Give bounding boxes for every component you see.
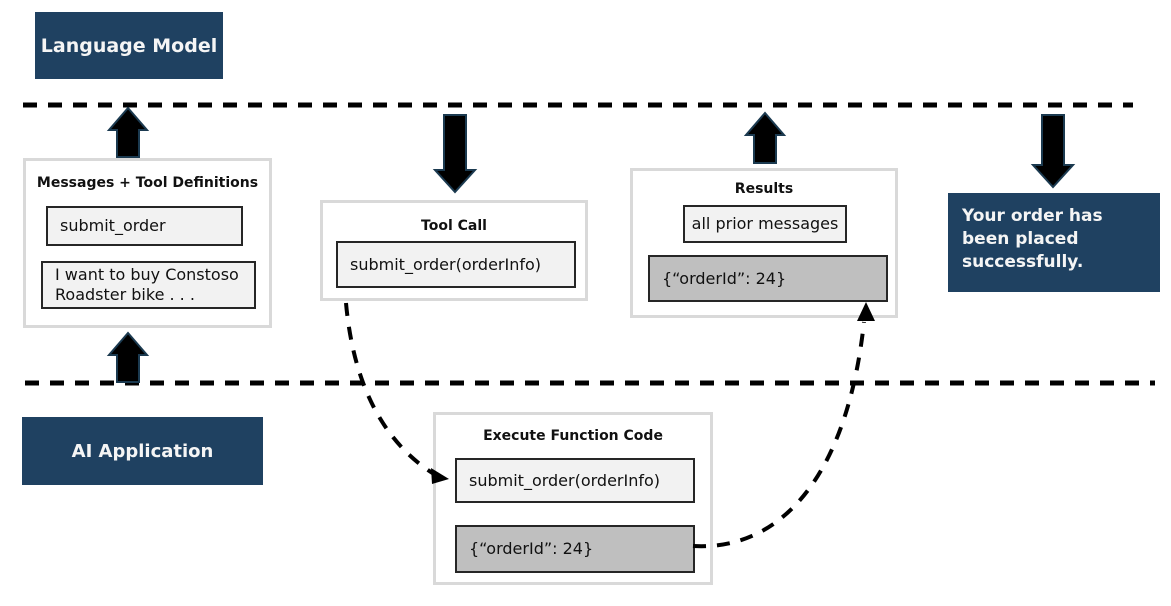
messages-box-title: Messages + Tool Definitions xyxy=(36,175,259,191)
results-box: Results all prior messages {“orderId”: 2… xyxy=(630,168,898,318)
tool-call-chip: submit_order(orderInfo) xyxy=(336,241,576,288)
execute-function-code-box: Execute Function Code submit_order(order… xyxy=(433,412,713,585)
results-box-title: Results xyxy=(734,181,794,197)
user-message-chip: I want to buy Constoso Roadster bike . .… xyxy=(41,261,256,309)
tool-definition-chip: submit_order xyxy=(46,206,243,246)
execute-box-title: Execute Function Code xyxy=(483,428,663,444)
ai-application-lane-label-text: AI Application xyxy=(71,440,214,462)
result-payload-chip: {“orderId”: 24} xyxy=(648,255,888,302)
down-arrow-lm-to-tool-call-icon xyxy=(432,114,478,194)
tool-call-box-title: Tool Call xyxy=(421,218,487,234)
messages-tool-definitions-box: Messages + Tool Definitions submit_order… xyxy=(23,158,272,328)
down-arrow-lm-to-response-icon xyxy=(1030,114,1076,189)
language-model-lane-label-text: Language Model xyxy=(40,34,218,57)
up-arrow-messages-to-lm-icon xyxy=(106,106,150,158)
execute-result-chip: {“orderId”: 24} xyxy=(455,525,695,573)
up-arrow-results-to-lm-icon xyxy=(743,111,787,164)
dashed-curve-execute-to-results xyxy=(692,321,866,549)
response-message-box: Your order has been placed successfully. xyxy=(948,193,1160,292)
tool-call-box: Tool Call submit_order(orderInfo) xyxy=(320,200,588,301)
ai-application-lane-label: AI Application xyxy=(22,417,263,485)
language-model-lane-label: Language Model xyxy=(35,12,223,79)
dashed-curve-tool-call-to-execute xyxy=(344,302,436,476)
prior-messages-chip: all prior messages xyxy=(683,205,847,243)
execute-call-chip: submit_order(orderInfo) xyxy=(455,458,695,503)
up-arrow-app-to-messages-icon xyxy=(106,331,150,383)
response-message-text: Your order has been placed successfully. xyxy=(962,206,1103,272)
